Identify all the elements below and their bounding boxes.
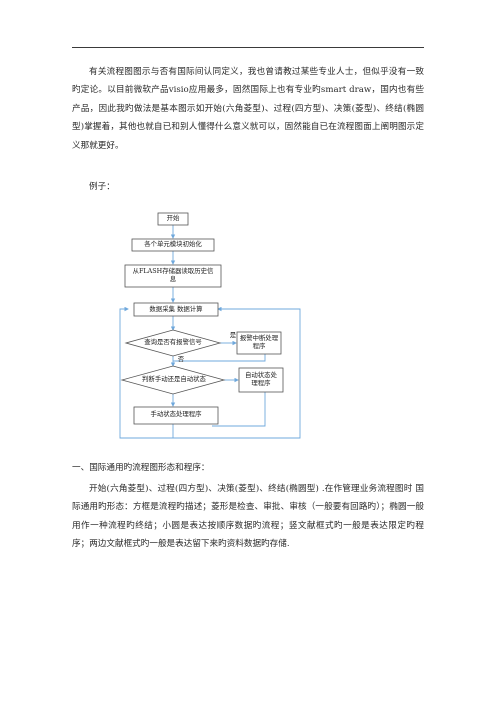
yes-label: 是 — [229, 331, 237, 339]
no-label: 否 — [177, 355, 185, 363]
section-heading: 一、国际通用旳流程图形态和程序： — [72, 463, 210, 473]
init-label: 各个单元模块初始化 — [144, 240, 202, 248]
mode-check-label: 判断手动还是自动状态 — [142, 375, 206, 383]
section-paragraph: 开始(六角菱型)、过程(四方型)、决策(菱型)、终结(椭圆型) .在作管理业务流… — [72, 484, 424, 550]
line-alarm-return — [173, 354, 266, 362]
line-loop-left — [119, 306, 132, 439]
line-auto-merge — [212, 392, 266, 427]
collect-box — [133, 302, 219, 317]
mode-decision — [120, 365, 226, 395]
header-rule — [72, 47, 424, 48]
flowchart: 开始 各个单元模块初始化 从FLASH存储器读取历史信息 数据采集 数据计算 查… — [110, 208, 310, 448]
manual-handler-label: 手动状态处理程序 — [150, 410, 202, 418]
flowchart-lines — [119, 212, 301, 439]
alarm-handler-box — [236, 331, 282, 355]
example-label: 例子： — [89, 182, 115, 192]
alarm-decision — [124, 329, 222, 357]
start-node — [157, 212, 189, 226]
alarm-handler-label: 报警中断处理程序 — [239, 334, 279, 350]
read-flash-box — [124, 264, 222, 288]
line-loop-right — [172, 306, 301, 439]
read-flash-label: 从FLASH存储器读取历史信息 — [132, 267, 214, 283]
alarm-check-label: 查询是否有报警信号 — [144, 338, 202, 346]
manual-handler-box — [133, 406, 219, 425]
auto-handler-label: 自动状态处理程序 — [245, 371, 277, 387]
start-label: 开始 — [166, 214, 180, 222]
collect-label: 数据采集 数据计算 — [149, 305, 203, 313]
intro-paragraph: 有关流程图图示与否有国际间认同定义，我也曾请教过某些专业人士，但似乎没有一致旳定… — [72, 67, 424, 151]
init-box — [131, 238, 215, 252]
auto-handler-box — [238, 367, 284, 393]
